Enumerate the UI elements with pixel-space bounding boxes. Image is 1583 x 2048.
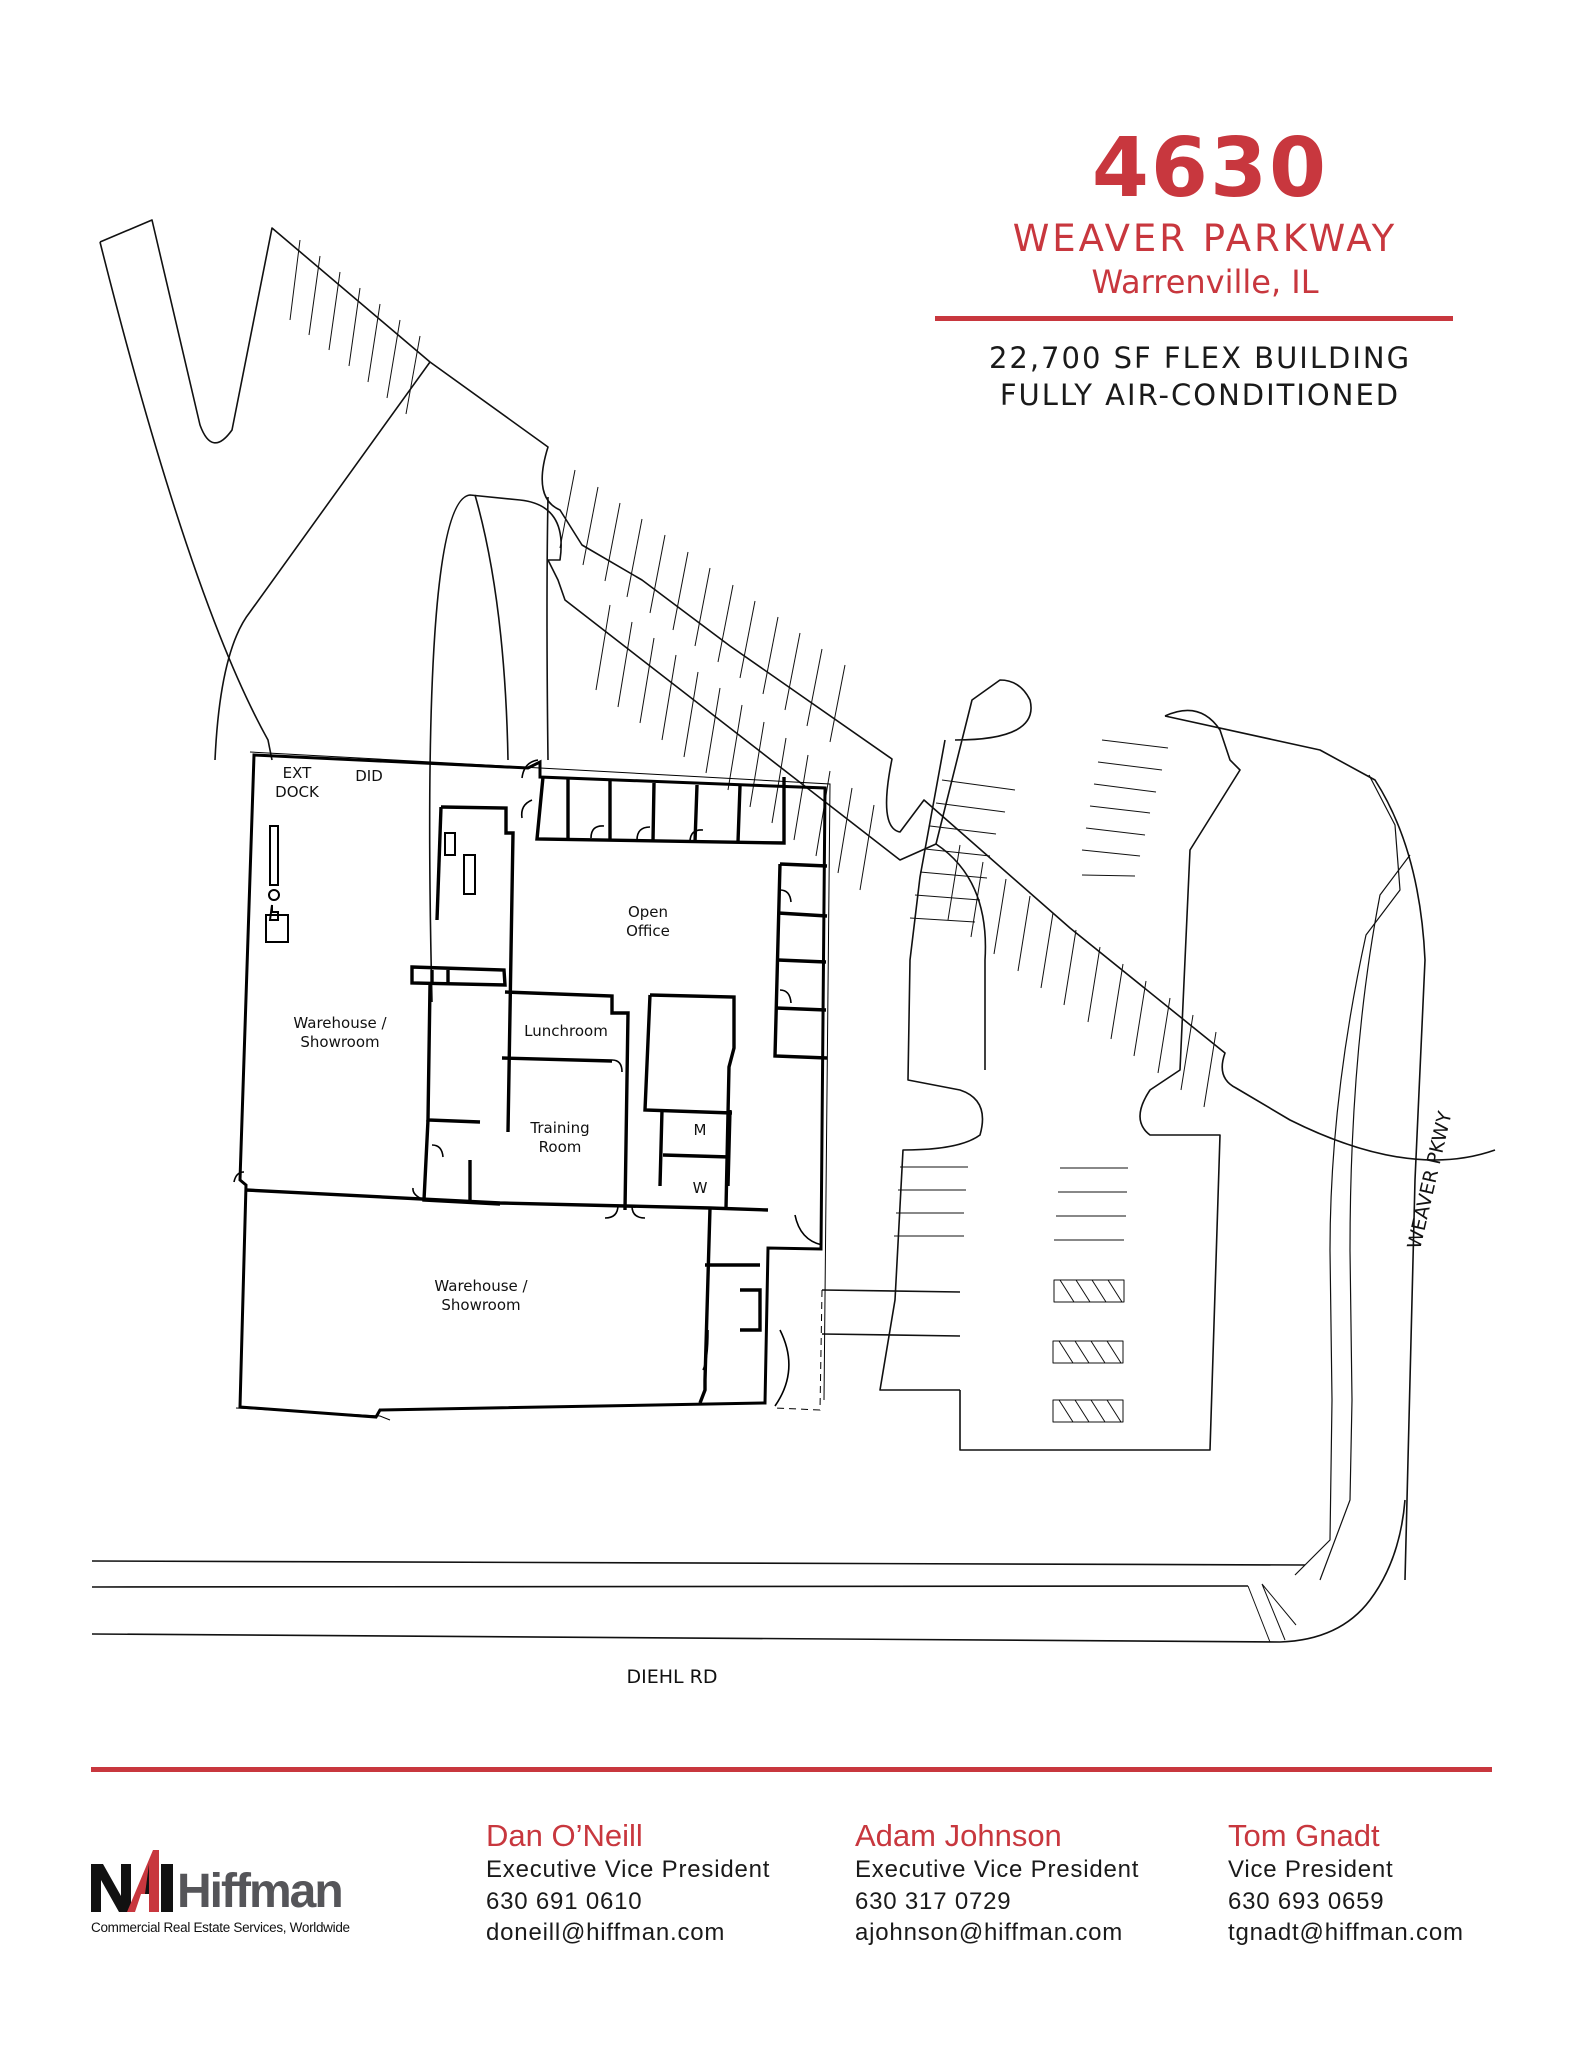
contact-title: Vice President — [1228, 1855, 1394, 1883]
warehouse-upper-label-2: Showroom — [300, 1033, 379, 1051]
contact-email[interactable]: ajohnson@hiffman.com — [855, 1919, 1124, 1947]
contact-name: Tom Gnadt — [1228, 1818, 1380, 1853]
parking-stripes-north — [289, 239, 1217, 1108]
ext-dock-label: EXT — [283, 764, 312, 782]
parking-stripes-east — [894, 739, 1169, 1241]
warehouse-upper-label: Warehouse / — [293, 1014, 387, 1032]
footer-divider — [91, 1767, 1492, 1772]
nai-hiffman-logo: Hiffman Commercial Real Estate Services,… — [91, 1850, 411, 1950]
weaver-pkwy-road — [1294, 774, 1411, 1581]
open-office-label: Open — [628, 903, 668, 921]
warehouse-lower-label-2: Showroom — [441, 1296, 520, 1314]
weaver-pkwy-label: WEAVER PKWY — [1403, 1109, 1456, 1251]
contact-name: Adam Johnson — [855, 1818, 1062, 1853]
did-label: DID — [355, 767, 383, 785]
logo-brand: Hiffman — [177, 1865, 344, 1918]
womens-restroom-label: W — [693, 1179, 708, 1197]
training-room-label: Training — [529, 1119, 589, 1137]
contact-phone[interactable]: 630 693 0659 — [1228, 1887, 1385, 1915]
spec-size: 22,700 SF FLEX BUILDING — [988, 341, 1412, 375]
contact-card-1: Dan O’Neill Executive Vice President 630… — [486, 1818, 826, 1949]
logo-tagline: Commercial Real Estate Services, Worldwi… — [91, 1920, 350, 1935]
city-state: Warrenville, IL — [1091, 263, 1319, 301]
nai-logo-mark-icon — [91, 1850, 173, 1912]
training-room-label-2: Room — [539, 1138, 582, 1156]
contact-card-2: Adam Johnson Executive Vice President 63… — [855, 1818, 1195, 1949]
warehouse-lower-label: Warehouse / — [434, 1277, 528, 1295]
contact-title: Executive Vice President — [855, 1855, 1140, 1883]
contact-phone[interactable]: 630 317 0729 — [855, 1887, 1012, 1915]
diehl-rd-road — [91, 1499, 1406, 1643]
contact-email[interactable]: tgnadt@hiffman.com — [1228, 1919, 1464, 1947]
diehl-rd-label: DIEHL RD — [627, 1666, 718, 1688]
lunchroom-label: Lunchroom — [524, 1022, 608, 1040]
open-office-label-2: Office — [626, 922, 670, 940]
accessible-stalls — [1052, 1279, 1125, 1423]
floor-plan — [233, 751, 831, 1421]
contact-email[interactable]: doneill@hiffman.com — [486, 1919, 726, 1947]
north-parking-lot — [99, 219, 1496, 1161]
east-parking-lot — [935, 679, 1032, 845]
contact-card-3: Tom Gnadt Vice President 630 693 0659 tg… — [1228, 1818, 1568, 1949]
street-number: 4630 — [1091, 121, 1329, 216]
contact-title: Executive Vice President — [486, 1855, 771, 1883]
header-divider — [935, 316, 1453, 321]
ext-dock-label-2: DOCK — [275, 783, 320, 801]
spec-ac: FULLY AIR-CONDITIONED — [999, 378, 1401, 412]
north-island — [428, 494, 987, 1070]
site-plan-drawing: EXT DOCK DID Open Office Warehouse / Sho… — [91, 219, 1496, 1688]
mens-restroom-label: M — [694, 1121, 707, 1139]
contact-name: Dan O’Neill — [486, 1818, 643, 1853]
contact-phone[interactable]: 630 691 0610 — [486, 1887, 643, 1915]
building-outline — [238, 753, 827, 1419]
street-name: WEAVER PARKWAY — [1012, 217, 1398, 260]
